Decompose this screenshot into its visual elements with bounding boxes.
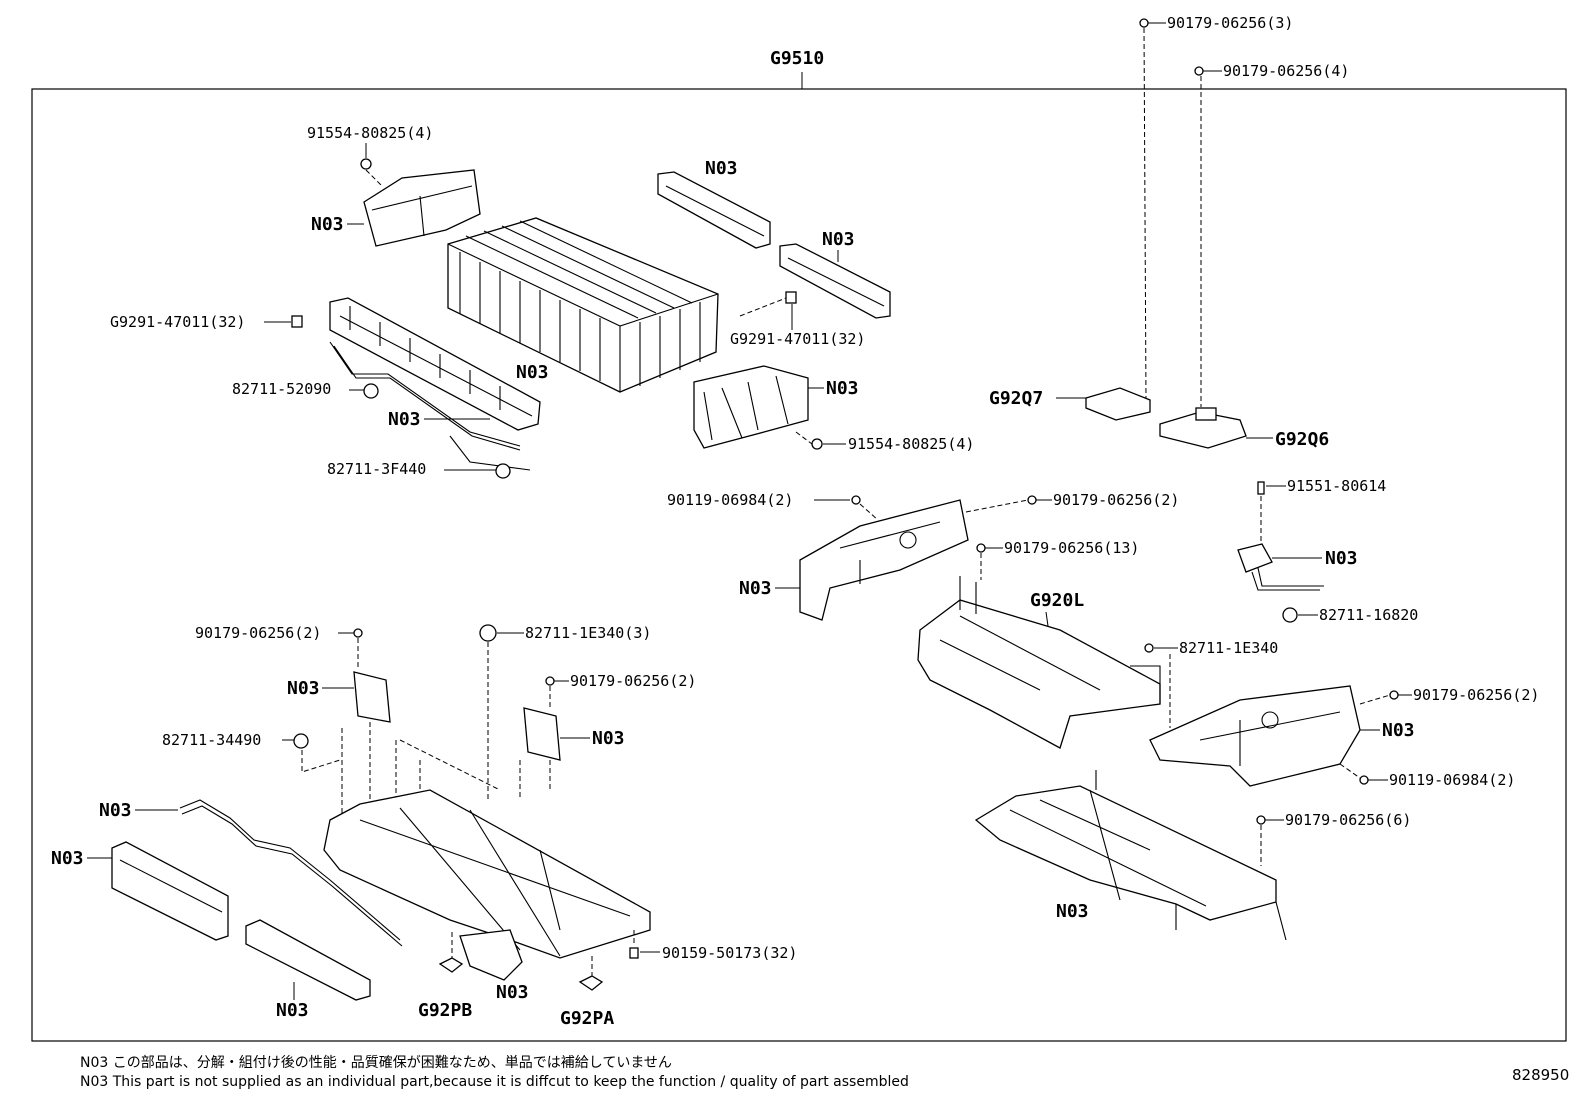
wire-harness <box>329 341 531 471</box>
label-bolt-90159[interactable]: 90159-50173(32) <box>662 944 797 962</box>
label-bolt-91551[interactable]: 91551-80614 <box>1287 477 1386 495</box>
label-n03[interactable]: N03 <box>1325 548 1358 569</box>
bus-bar-module <box>329 297 541 431</box>
bracket-g92q7 <box>1085 387 1151 421</box>
label-n03[interactable]: N03 <box>388 409 421 430</box>
label-g920l[interactable]: G920L <box>1030 590 1084 611</box>
label-n03[interactable]: N03 <box>287 678 320 699</box>
end-bracket-plate <box>363 169 481 247</box>
label-clamp-3f440[interactable]: 82711-3F440 <box>327 460 426 478</box>
label-n03[interactable]: N03 <box>276 1000 309 1021</box>
label-n03[interactable]: N03 <box>51 848 84 869</box>
side-cover-right <box>1149 685 1361 787</box>
label-n03[interactable]: N03 <box>516 362 549 383</box>
label-bolt-90119-b[interactable]: 90119-06984(2) <box>1389 771 1515 789</box>
footer-note-en: N03 This part is not supplied as an indi… <box>80 1074 909 1090</box>
nut-icon <box>1027 495 1037 505</box>
label-n03[interactable]: N03 <box>311 214 344 235</box>
label-clamp-1e340-3[interactable]: 82711-1E340(3) <box>525 624 651 642</box>
label-clamp-16820[interactable]: 82711-16820 <box>1319 606 1418 624</box>
label-g92pa[interactable]: G92PA <box>560 1008 614 1029</box>
label-nut-90179-2c[interactable]: 90179-06256(2) <box>195 624 321 642</box>
footer-note-ja: N03 この部品は、分解・組付け後の性能・品質確保が困難なため、単品では補給して… <box>80 1055 672 1071</box>
label-nut-90179-2a[interactable]: 90179-06256(2) <box>1053 491 1179 509</box>
end-bracket-right <box>693 365 809 449</box>
clamp-icon <box>495 463 511 479</box>
insulator-cap-icon <box>785 291 797 304</box>
label-top-nut-4[interactable]: 90179-06256(4) <box>1223 62 1349 80</box>
label-n03[interactable]: N03 <box>592 728 625 749</box>
label-n03[interactable]: N03 <box>99 800 132 821</box>
lower-tray-right <box>974 785 1277 921</box>
nut-icon <box>1139 18 1149 28</box>
bracket-mid-small <box>523 707 561 761</box>
assembly-code[interactable]: G9510 <box>770 48 824 69</box>
carrier-g920l <box>917 599 1161 749</box>
label-g92q6[interactable]: G92Q6 <box>1275 429 1329 450</box>
bolt-icon <box>811 438 823 450</box>
side-cover-upper <box>799 499 969 621</box>
label-n03[interactable]: N03 <box>705 158 738 179</box>
label-bolt-91554-a[interactable]: 91554-80825(4) <box>307 124 433 142</box>
connector-block <box>1237 543 1273 573</box>
center-bracket <box>459 929 523 981</box>
side-rail-bottom <box>245 919 371 1001</box>
clip-icon <box>438 957 464 973</box>
label-n03[interactable]: N03 <box>826 378 859 399</box>
label-n03[interactable]: N03 <box>739 578 772 599</box>
lower-tray-left <box>323 789 651 959</box>
label-nut-90179-13[interactable]: 90179-06256(13) <box>1004 539 1139 557</box>
nut-icon <box>976 543 986 553</box>
nut-icon <box>545 676 555 686</box>
bolt-icon <box>1359 775 1369 785</box>
side-rail-left <box>111 841 229 941</box>
clamp-icon <box>363 383 379 399</box>
bolt-icon <box>629 947 639 959</box>
clamp-icon <box>479 624 497 642</box>
label-g92pb[interactable]: G92PB <box>418 1000 472 1021</box>
label-clamp-52090[interactable]: 82711-52090 <box>232 380 331 398</box>
nut-icon <box>1256 815 1266 825</box>
label-g9291-right[interactable]: G9291-47011(32) <box>730 330 865 348</box>
label-nut-90179-2d[interactable]: 90179-06256(2) <box>570 672 696 690</box>
drawing-number: 828950 <box>1512 1066 1570 1084</box>
label-nut-90179-6[interactable]: 90179-06256(6) <box>1285 811 1411 829</box>
label-bolt-90119-a[interactable]: 90119-06984(2) <box>667 491 793 509</box>
battery-cell-divisions <box>459 220 701 386</box>
nut-icon <box>1194 66 1204 76</box>
clamp-icon <box>1282 607 1298 623</box>
bolt-icon <box>851 495 861 505</box>
clip-icon <box>578 975 604 991</box>
insulator-cap-icon <box>291 315 303 328</box>
label-clamp-34490[interactable]: 82711-34490 <box>162 731 261 749</box>
label-n03[interactable]: N03 <box>1056 901 1089 922</box>
label-g9291-left[interactable]: G9291-47011(32) <box>110 313 245 331</box>
nut-icon <box>1389 690 1399 700</box>
nut-icon <box>353 628 363 638</box>
clamp-icon <box>293 733 309 749</box>
nut-icon <box>1144 643 1154 653</box>
label-bolt-91554-b[interactable]: 91554-80825(4) <box>848 435 974 453</box>
label-top-nut-3[interactable]: 90179-06256(3) <box>1167 14 1293 32</box>
bolt-icon <box>360 158 372 170</box>
label-n03[interactable]: N03 <box>822 229 855 250</box>
label-nut-90179-2b[interactable]: 90179-06256(2) <box>1413 686 1539 704</box>
assembly-frame <box>31 88 1567 1042</box>
bracket-left-small <box>353 671 391 723</box>
wire-harness-lower <box>179 799 403 947</box>
battery-module-stack <box>447 217 719 393</box>
bolt-icon <box>1257 481 1265 495</box>
label-n03[interactable]: N03 <box>1382 720 1415 741</box>
label-clamp-1e340[interactable]: 82711-1E340 <box>1179 639 1278 657</box>
label-g92q7[interactable]: G92Q7 <box>989 388 1043 409</box>
label-n03[interactable]: N03 <box>496 982 529 1003</box>
